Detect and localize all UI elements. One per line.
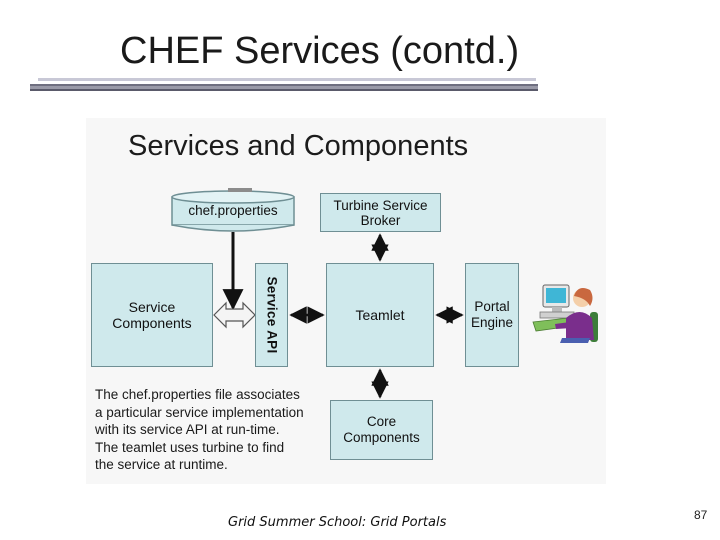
portal-engine-line1: Portal <box>474 299 510 314</box>
core-components-line1: Core <box>366 414 397 429</box>
slide-title: CHEF Services (contd.) <box>120 30 520 72</box>
service-components-line1: Service <box>128 299 176 315</box>
slide-footer: Grid Summer School: Grid Portals <box>228 515 447 530</box>
teamlet-box: Teamlet <box>326 263 434 367</box>
service-api-label: Service API <box>264 276 280 354</box>
title-underline-light <box>38 78 536 81</box>
service-components-line2: Components <box>112 315 192 331</box>
description-line: a particular service implementation <box>95 404 304 420</box>
title-underline-dark <box>30 84 538 91</box>
portal-engine-line2: Engine <box>470 315 514 330</box>
service-components-box: Service Components <box>91 263 213 367</box>
teamlet-label: Teamlet <box>355 307 405 323</box>
figure-description: The chef.properties file associates a pa… <box>95 386 327 474</box>
core-components-box: Core Components <box>330 400 433 460</box>
core-components-line2: Components <box>343 430 420 445</box>
service-api-box: Service API <box>255 263 288 367</box>
description-line: with its service API at run-time. <box>95 422 280 437</box>
description-line: the service at runtime. <box>95 457 228 472</box>
page-number: 87 <box>694 508 708 522</box>
description-line: The teamlet uses turbine to find <box>95 439 285 455</box>
figure-title: Services and Components <box>128 130 469 162</box>
portal-engine-box: Portal Engine <box>465 263 519 367</box>
database-cylinder-icon <box>171 188 295 232</box>
database-label: chef.properties <box>188 203 278 218</box>
description-line: The chef.properties file associates <box>95 387 300 402</box>
person-at-computer-icon <box>532 284 598 343</box>
turbine-service-broker-box: Turbine Service Broker <box>320 193 441 232</box>
broker-label-line2: Broker <box>360 212 401 228</box>
broker-label-line1: Turbine Service <box>333 197 428 213</box>
